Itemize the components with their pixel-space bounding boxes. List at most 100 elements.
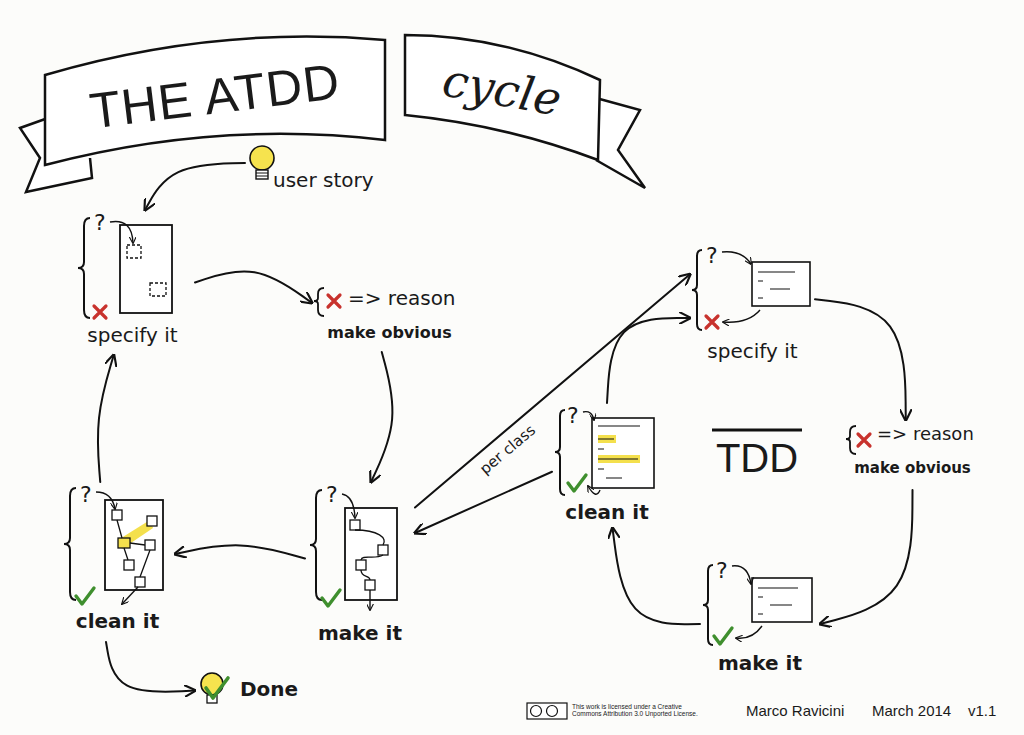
question-mark: ? <box>716 558 728 583</box>
small-arrow <box>723 310 760 322</box>
story-node: user story <box>245 135 385 205</box>
version-note: v1.1 <box>968 702 996 719</box>
code-icon <box>752 578 812 622</box>
step-square <box>118 538 130 548</box>
bracket <box>78 218 90 318</box>
license-icon <box>547 706 558 717</box>
banner-tail <box>596 98 645 188</box>
step-square <box>365 580 375 590</box>
tdd-overbar <box>712 429 802 432</box>
step-caption: make obvious <box>327 324 451 342</box>
banner-word: cycle <box>439 54 566 127</box>
bracket <box>310 490 322 600</box>
step-node: ? specify it <box>690 243 815 368</box>
step-caption: make it <box>318 622 402 645</box>
bracket <box>314 288 324 316</box>
fail-cross <box>858 434 870 446</box>
step-square <box>350 520 360 530</box>
question-mark: ? <box>706 243 718 268</box>
title-text: THE ATDD <box>87 53 344 141</box>
bracket <box>703 565 713 645</box>
step-square <box>145 540 155 550</box>
page-icon <box>120 225 172 313</box>
cycle-arrow <box>106 642 195 692</box>
date-note: March 2014 <box>872 702 951 719</box>
step-node: ? clean it <box>552 403 662 528</box>
page-icon <box>105 500 163 590</box>
question-mark: ? <box>80 482 92 507</box>
question-mark: ? <box>567 403 579 428</box>
pass-check <box>206 678 228 698</box>
bulb-base <box>256 173 268 176</box>
step-node: ? make it <box>305 482 415 652</box>
license-icon <box>527 703 567 719</box>
small-arrow <box>110 221 133 243</box>
cycle-name: TDD <box>716 435 798 481</box>
question-mark: ? <box>326 482 338 507</box>
license-icon <box>531 706 542 717</box>
cycle-arrow <box>815 299 906 420</box>
step-square <box>356 560 366 570</box>
done-node: Done <box>195 668 305 713</box>
pass-check <box>76 588 94 604</box>
dashed-box <box>127 245 141 258</box>
step-square <box>124 560 134 570</box>
story-text: user story <box>273 169 374 192</box>
small-arrow <box>722 252 751 264</box>
step-square <box>378 545 388 555</box>
pass-check <box>322 590 340 606</box>
flow-line <box>355 530 384 580</box>
question-mark: ? <box>94 210 106 235</box>
reason-text: => reason <box>348 287 456 310</box>
dashed-box <box>150 283 166 296</box>
cycle-arrow <box>607 318 690 403</box>
step-square <box>147 516 157 526</box>
small-arrow <box>736 626 762 638</box>
bracket <box>64 488 76 600</box>
pass-check <box>714 628 732 644</box>
cycle-arrow <box>175 545 305 558</box>
step-node: ? make it <box>700 558 820 678</box>
small-arrow <box>122 587 138 604</box>
bulb-base <box>256 170 268 179</box>
cycle-arrow <box>195 271 312 303</box>
small-arrow <box>369 590 370 610</box>
cycle-arrow <box>145 163 245 210</box>
small-arrow <box>732 566 751 584</box>
cycle-arrow <box>371 352 392 482</box>
bracket <box>846 426 856 454</box>
code-scribble <box>598 426 640 478</box>
page-icon <box>345 508 397 600</box>
pass-check <box>568 475 586 491</box>
bracket <box>555 410 565 495</box>
step-node: ?clean it <box>60 482 175 642</box>
step-square <box>112 510 122 520</box>
small-arrow <box>342 494 355 518</box>
author-name: Marco Ravicini <box>746 702 844 719</box>
bracket <box>692 250 702 330</box>
step-node: ? specify it <box>70 210 195 355</box>
cycle-arrow <box>415 472 552 533</box>
bulb-icon <box>250 146 274 170</box>
cycle-arrow <box>98 355 114 482</box>
small-arrow <box>96 492 115 509</box>
fail-cross <box>706 316 718 328</box>
banner-body <box>405 35 600 160</box>
code-icon <box>592 418 654 488</box>
step-node: => reason make obvious <box>312 282 467 352</box>
small-arrow <box>588 486 600 494</box>
fail-cross <box>94 306 106 318</box>
step-node: => reasonmake obvious <box>845 420 980 490</box>
edge-label: per class <box>475 420 540 479</box>
step-caption: specify it <box>87 324 177 347</box>
step-caption: make it <box>718 652 802 675</box>
code-scribble <box>758 272 795 298</box>
step-caption: clean it <box>565 501 648 524</box>
code-scribble <box>758 588 798 614</box>
step-caption: specify it <box>707 340 797 363</box>
done-text: Done <box>240 678 298 701</box>
license-note: This work is licensed under a Creative C… <box>572 703 712 718</box>
reason-text: => reason <box>877 424 974 445</box>
banner-body <box>45 37 385 165</box>
flow-line <box>117 520 150 577</box>
